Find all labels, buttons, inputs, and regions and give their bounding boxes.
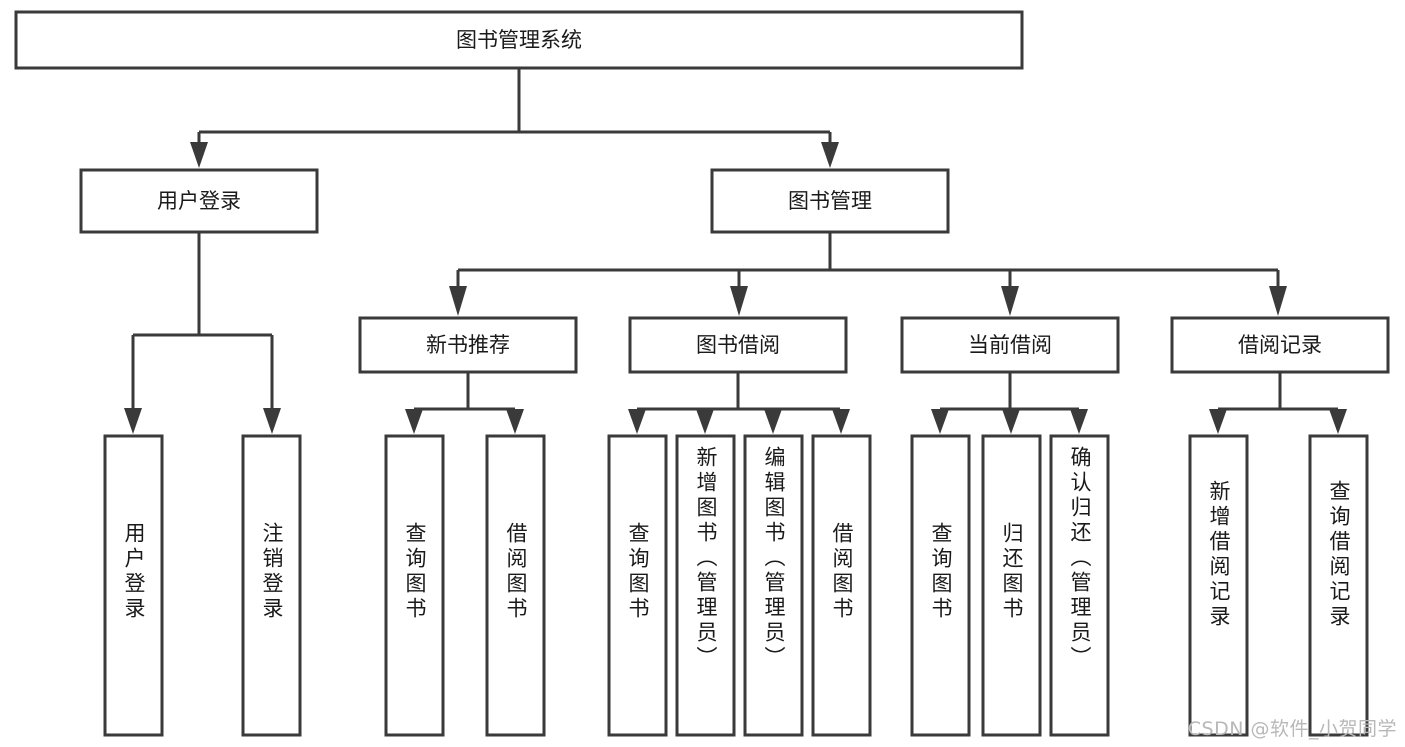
leaf-rect-logout[interactable] [241,434,302,737]
leaf-rect-query-book-newbook[interactable] [384,434,445,737]
leaf-nodes-group [103,434,1369,737]
node-user-login-rect [79,168,319,234]
leaf-rect-add-book-admin[interactable] [675,434,736,737]
leaf-rect-edit-book-admin[interactable] [743,434,804,737]
arrow-newbook-leaf-2-icon [506,409,524,434]
arrow-userlogin-leaf-2-icon [263,408,281,434]
node-book-management[interactable]: 图书管理 [710,168,950,234]
node-root[interactable]: 图书管理系统 [14,10,1024,70]
node-book-management-rect [710,168,950,234]
arrow-borrow-leaf-4-icon [832,409,850,434]
arrow-record-leaf-2-icon [1329,409,1347,434]
node-new-book-recommend-label: 新书推荐 [426,333,510,357]
node-book-borrow[interactable]: 图书借阅 [628,316,848,374]
watermark-text: CSDN @软件_小贺同学 [1187,718,1397,740]
node-new-book-recommend-rect [358,316,578,374]
arrow-current-leaf-3-icon [1070,409,1088,434]
leaf-rect-borrow-book[interactable] [811,434,872,737]
node-book-borrow-rect [628,316,848,374]
leaf-rect-borrow-book-newbook[interactable] [485,434,546,737]
node-user-login-label: 用户登录 [157,189,241,213]
leaf-rect-user-login[interactable] [103,434,164,737]
arrow-borrow-leaf-1-icon [628,409,646,434]
node-book-management-label: 图书管理 [788,189,872,213]
node-borrow-record[interactable]: 借阅记录 [1170,316,1390,374]
arrow-bookmgmt-to-borrow-icon [730,286,748,316]
arrow-bookmgmt-to-newbook-icon [449,286,467,316]
arrow-root-to-book-mgmt-icon [821,142,839,168]
arrow-bookmgmt-to-current-icon [1001,286,1019,316]
node-borrow-record-rect [1170,316,1390,374]
node-root-rect [14,10,1024,70]
connectors-group [124,68,1347,434]
leaf-rect-return-book[interactable] [981,434,1042,737]
node-current-borrow-label: 当前借阅 [968,333,1052,357]
node-new-book-recommend[interactable]: 新书推荐 [358,316,578,374]
arrow-root-to-user-login-icon [190,142,208,168]
node-current-borrow[interactable]: 当前借阅 [900,316,1120,374]
node-user-login[interactable]: 用户登录 [79,168,319,234]
leaf-rect-confirm-return-admin[interactable] [1049,434,1110,737]
node-book-borrow-label: 图书借阅 [696,333,780,357]
node-current-borrow-rect [900,316,1120,374]
leaf-rect-query-book-borrow[interactable] [607,434,668,737]
arrow-newbook-leaf-1-icon [405,409,423,434]
arrow-current-leaf-1-icon [931,409,949,434]
node-root-label: 图书管理系统 [456,28,582,52]
arrow-borrow-leaf-2-icon [696,409,714,434]
arrow-userlogin-leaf-1-icon [124,408,142,434]
arrow-record-leaf-1-icon [1209,409,1227,434]
arrow-borrow-leaf-3-icon [764,409,782,434]
leaf-rect-add-borrow-record[interactable] [1188,434,1249,737]
node-borrow-record-label: 借阅记录 [1238,333,1322,357]
arrow-current-leaf-2-icon [1002,409,1020,434]
leaf-rect-query-borrow-record[interactable] [1308,434,1369,737]
leaf-rect-query-book-current[interactable] [910,434,971,737]
arrow-bookmgmt-to-record-icon [1269,286,1287,316]
